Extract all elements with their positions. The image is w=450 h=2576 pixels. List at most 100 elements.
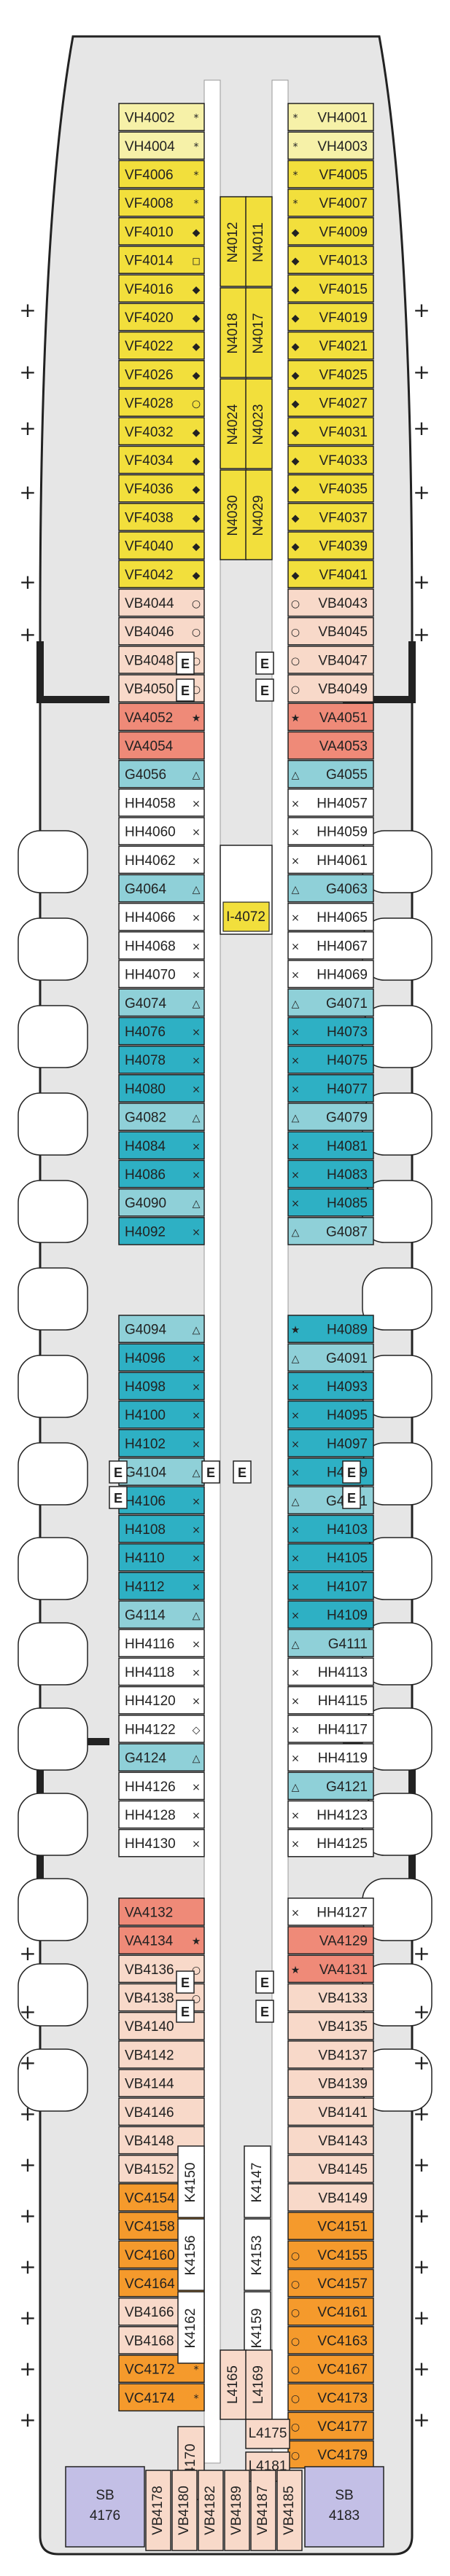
cabin-H4097[interactable]: H4097× <box>287 1429 374 1457</box>
cabin-VB4185[interactable]: VB4185 <box>276 2470 303 2551</box>
cabin-HH4127[interactable]: HH4127× <box>287 1898 374 1926</box>
cabin-H4096[interactable]: H4096× <box>118 1343 205 1372</box>
cabin-HH4057[interactable]: HH4057× <box>287 788 374 817</box>
cabin-VC4167[interactable]: VC4167○ <box>287 2354 374 2383</box>
cabin-VB4146[interactable]: VB4146 <box>118 2097 205 2126</box>
cabin-HH4058[interactable]: HH4058× <box>118 788 205 817</box>
cabin-H4105[interactable]: H4105× <box>287 1543 374 1572</box>
cabin-VA4054[interactable]: VA4054 <box>118 731 205 760</box>
cabin-G4114[interactable]: G4114△ <box>118 1600 205 1629</box>
cabin-H4092[interactable]: H4092× <box>118 1217 205 1245</box>
cabin-G4071[interactable]: G4071△ <box>287 988 374 1017</box>
cabin-H4083[interactable]: H4083× <box>287 1159 374 1189</box>
cabin-VF4025[interactable]: VF4025◆ <box>287 360 374 388</box>
cabin-VB4178[interactable]: VB4178 <box>145 2470 171 2551</box>
cabin-N4024[interactable]: N4024 <box>220 378 247 469</box>
cabin-VB4046[interactable]: VB4046○ <box>118 616 205 646</box>
cabin-VC4172[interactable]: VC4172* <box>118 2354 205 2383</box>
cabin-N4012[interactable]: N4012 <box>220 196 247 287</box>
cabin-G4087[interactable]: G4087△ <box>287 1217 374 1245</box>
cabin-K4150[interactable]: K4150 <box>177 2145 205 2218</box>
cabin-VC4161[interactable]: VC4161○ <box>287 2297 374 2326</box>
cabin-G4094[interactable]: G4094△ <box>118 1315 205 1343</box>
cabin-VF4031[interactable]: VF4031◆ <box>287 417 374 446</box>
cabin-VB4138[interactable]: VB4138○ <box>118 1983 205 2012</box>
cabin-VF4021[interactable]: VF4021◆ <box>287 331 374 360</box>
cabin-VF4008[interactable]: VF4008* <box>118 188 205 217</box>
cabin-H4077[interactable]: H4077× <box>287 1074 374 1103</box>
cabin-VB4189[interactable]: VB4189 <box>224 2470 250 2551</box>
cabin-VA4051[interactable]: VA4051★ <box>287 702 374 732</box>
cabin-HH4059[interactable]: HH4059× <box>287 817 374 845</box>
cabin-VF4007[interactable]: VF4007* <box>287 188 374 217</box>
cabin-N4023[interactable]: N4023 <box>245 378 273 469</box>
cabin-K4156[interactable]: K4156 <box>177 2218 205 2291</box>
cabin-H4110[interactable]: H4110× <box>118 1543 205 1572</box>
cabin-G4079[interactable]: G4079△ <box>287 1103 374 1131</box>
cabin-VA4131[interactable]: VA4131★ <box>287 1954 374 1984</box>
cabin-H4081[interactable]: H4081× <box>287 1131 374 1160</box>
cabin-VH4004[interactable]: VH4004* <box>118 131 205 160</box>
cabin-VF4038[interactable]: VF4038◆ <box>118 503 205 531</box>
cabin-VA4052[interactable]: VA4052★ <box>118 702 205 732</box>
cabin-VB4142[interactable]: VB4142 <box>118 2040 205 2069</box>
cabin-N4017[interactable]: N4017 <box>245 287 273 378</box>
cabin-VB4133[interactable]: VB4133 <box>287 1983 374 2012</box>
cabin-H4095[interactable]: H4095× <box>287 1400 374 1429</box>
cabin-HH4119[interactable]: HH4119× <box>287 1743 374 1772</box>
cabin-H4075[interactable]: H4075× <box>287 1045 374 1074</box>
cabin-H4084[interactable]: H4084× <box>118 1131 205 1160</box>
cabin-VA4053[interactable]: VA4053 <box>287 731 374 760</box>
cabin-VC4151[interactable]: VC4151 <box>287 2212 374 2240</box>
cabin-HH4120[interactable]: HH4120× <box>118 1686 205 1715</box>
cabin-G4063[interactable]: G4063△ <box>287 874 374 903</box>
cabin-H4109[interactable]: H4109× <box>287 1600 374 1629</box>
cabin-G4104[interactable]: G4104△ <box>118 1457 205 1486</box>
cabin-VC4174[interactable]: VC4174* <box>118 2383 205 2412</box>
cabin-VF4015[interactable]: VF4015◆ <box>287 274 374 303</box>
cabin-K4147[interactable]: K4147 <box>244 2145 271 2218</box>
cabin-VF4016[interactable]: VF4016◆ <box>118 274 205 303</box>
cabin-HH4122[interactable]: HH4122◇ <box>118 1715 205 1743</box>
cabin-HH4060[interactable]: HH4060× <box>118 817 205 845</box>
cabin-H4107[interactable]: H4107× <box>287 1572 374 1600</box>
cabin-G4091[interactable]: G4091△ <box>287 1343 374 1372</box>
cabin-VH4002[interactable]: VH4002* <box>118 103 205 131</box>
cabin-H4089[interactable]: H4089★ <box>287 1315 374 1343</box>
cabin-VF4014[interactable]: VF4014◻ <box>118 246 205 274</box>
cabin-G4074[interactable]: G4074△ <box>118 988 205 1017</box>
cabin-VB4139[interactable]: VB4139 <box>287 2069 374 2097</box>
cabin-VB4043[interactable]: VB4043○ <box>287 588 374 617</box>
cabin-VC4157[interactable]: VC4157○ <box>287 2268 374 2298</box>
cabin-G4082[interactable]: G4082△ <box>118 1103 205 1131</box>
cabin-VF4010[interactable]: VF4010◆ <box>118 217 205 246</box>
cabin-VB4187[interactable]: VB4187 <box>250 2470 276 2551</box>
cabin-HH4070[interactable]: HH4070× <box>118 960 205 988</box>
cabin-H4098[interactable]: H4098× <box>118 1371 205 1401</box>
cabin-VB4135[interactable]: VB4135 <box>287 2011 374 2040</box>
cabin-VF4036[interactable]: VF4036◆ <box>118 474 205 503</box>
cabin-HH4126[interactable]: HH4126× <box>118 1772 205 1801</box>
cabins-port[interactable]: VH4002*VH4004*VF4006*VF4008*VF4010◆VF401… <box>118 103 205 2412</box>
cabin-VB4045[interactable]: VB4045○ <box>287 616 374 646</box>
cabin-H4093[interactable]: H4093× <box>287 1371 374 1401</box>
cabin-L4169[interactable]: L4169 <box>245 2349 273 2420</box>
cabin-VF4009[interactable]: VF4009◆ <box>287 217 374 246</box>
cabin-HH4113[interactable]: HH4113× <box>287 1657 374 1686</box>
cabin-G4090[interactable]: G4090△ <box>118 1188 205 1217</box>
cabin-H4103[interactable]: H4103× <box>287 1514 374 1543</box>
cabin-VB4143[interactable]: VB4143 <box>287 2126 374 2155</box>
cabin-HH4117[interactable]: HH4117× <box>287 1715 374 1743</box>
cabin-HH4130[interactable]: HH4130× <box>118 1828 205 1857</box>
cabin-G4111[interactable]: G4111△ <box>287 1629 374 1658</box>
cabin-HH4125[interactable]: HH4125× <box>287 1828 374 1857</box>
cabin-HH4128[interactable]: HH4128× <box>118 1800 205 1829</box>
cabin-VC4163[interactable]: VC4163○ <box>287 2326 374 2354</box>
cabin-N4030[interactable]: N4030 <box>220 469 247 560</box>
cabin-VB4149[interactable]: VB4149 <box>287 2183 374 2212</box>
cabin-G4121[interactable]: G4121△ <box>287 1772 374 1801</box>
cabin-VF4037[interactable]: VF4037◆ <box>287 503 374 531</box>
cabin-HH4065[interactable]: HH4065× <box>287 902 374 931</box>
